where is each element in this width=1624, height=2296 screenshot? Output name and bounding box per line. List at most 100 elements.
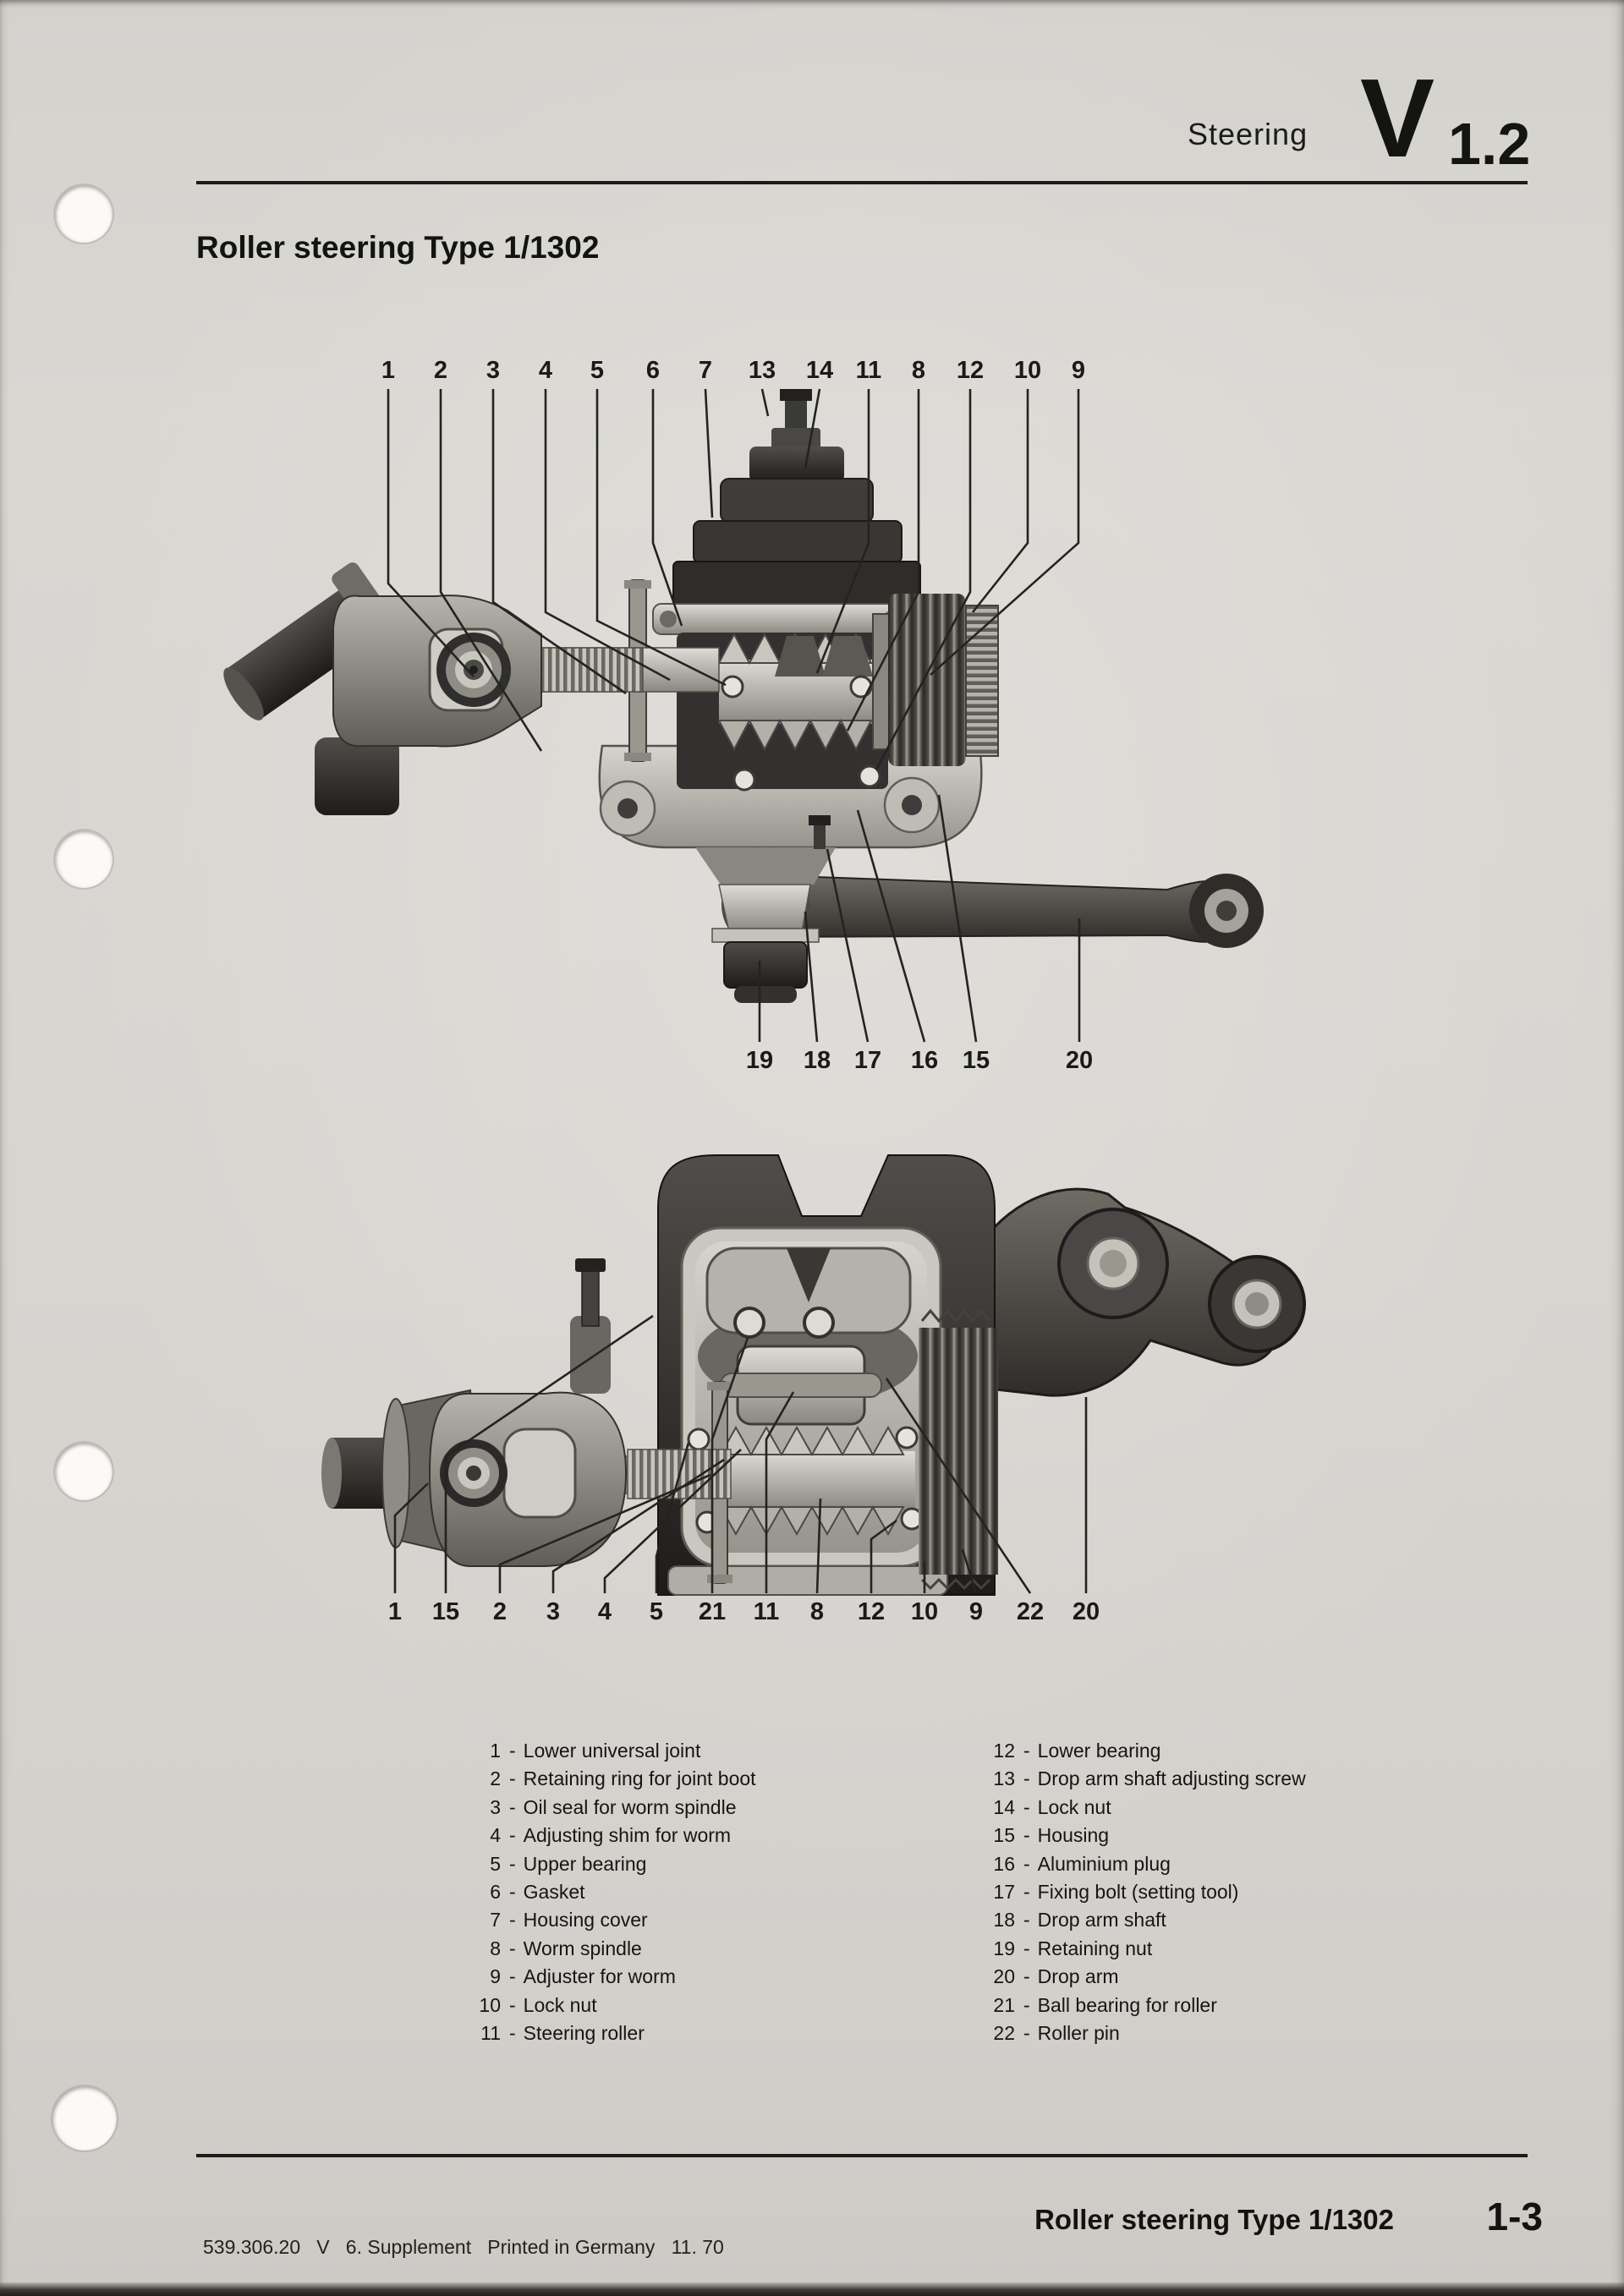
leader-line (875, 389, 972, 770)
callout-number: 1 (388, 1598, 402, 1625)
leader-line (856, 809, 926, 1043)
legend-item: 14-Lock nut (993, 1795, 1111, 1818)
paper-bottom-edge (0, 2282, 1624, 2296)
steering-roller-tooth (822, 636, 873, 677)
leader-line (651, 389, 683, 627)
callout-number: 20 (1073, 1598, 1100, 1625)
shaft-neck (695, 847, 836, 885)
punch-hole (55, 185, 112, 243)
callout-number: 19 (746, 1047, 773, 1074)
section-title: Steering (1188, 117, 1309, 151)
roller-ball-bearing (733, 1307, 765, 1339)
callout-number: 21 (699, 1598, 726, 1625)
upper-bearing-ball (687, 1427, 710, 1451)
callout-number: 20 (1066, 1047, 1093, 1074)
callout-number: 11 (754, 1598, 780, 1625)
legend-item: 18-Drop arm shaft (993, 1909, 1166, 1932)
callout-number: 12 (957, 357, 984, 384)
leader-line (544, 389, 671, 682)
leader-line (704, 388, 714, 518)
legend-item: 2-Retaining ring for joint boot (490, 1767, 756, 1790)
leader-line (491, 389, 627, 695)
punch-hole (55, 830, 112, 888)
legend-item: 1-Lower universal joint (490, 1740, 701, 1762)
callout-number: 13 (749, 357, 776, 384)
leader-line (815, 1498, 822, 1594)
leader-line (870, 1519, 897, 1593)
callout-number: 4 (598, 1598, 612, 1625)
callout-number: 10 (911, 1598, 938, 1625)
leader-line (595, 389, 727, 687)
legend-item: 5-Upper bearing (490, 1852, 647, 1875)
worm-core (721, 1451, 915, 1510)
bolt-boss (570, 1316, 611, 1394)
leader-line (815, 389, 870, 674)
adjuster-threads (965, 605, 999, 757)
callout-number: 14 (806, 357, 833, 384)
leader-line (961, 1548, 978, 1594)
bearing-ball (849, 675, 873, 699)
legend-item: 8-Worm spindle (490, 1937, 642, 1959)
input-shaft-stub (326, 1438, 392, 1509)
callout-number: 9 (969, 1598, 983, 1625)
bolt (581, 1266, 600, 1327)
callout-number: 17 (854, 1047, 881, 1074)
section-tab-logo: V 1.2 (1360, 56, 1538, 180)
worm-teeth-lower (717, 718, 873, 752)
callout-number: 1 (381, 357, 395, 384)
steering-roller-tooth (775, 636, 826, 677)
lower-bearing-ball (858, 764, 881, 788)
callout-number: 5 (650, 1598, 663, 1625)
drop-arm-shaft (718, 884, 811, 933)
figure-bottom-illustration (321, 1154, 1306, 1596)
leader-line (930, 389, 1080, 676)
leader-line (439, 389, 543, 752)
leader-line (498, 1473, 711, 1593)
worm-adjuster (888, 594, 966, 766)
legend-item: 20-Drop arm (993, 1965, 1119, 1988)
leader-line (937, 794, 978, 1043)
legend-item: 19-Retaining nut (993, 1937, 1153, 1959)
legend-item: 3-Oil seal for worm spindle (490, 1795, 737, 1818)
tab-letter: V (1360, 56, 1435, 180)
upper-bearing-ball (721, 675, 744, 699)
callout-number: 15 (963, 1047, 990, 1074)
cover-cap (749, 447, 844, 482)
footer-imprint: 539.306.20 V 6. Supplement Printed in Ge… (203, 2236, 724, 2258)
callout-number: 3 (546, 1598, 560, 1625)
housing-cover (693, 520, 903, 564)
legend-item: 22-Roller pin (993, 2021, 1120, 2044)
legend-item: 7-Housing cover (490, 1909, 648, 1932)
legend-item: 9-Adjuster for worm (490, 1965, 676, 1988)
leader-line (885, 1378, 1032, 1594)
callout-number: 3 (486, 357, 500, 384)
callout-number: 2 (493, 1598, 507, 1625)
leader-line (846, 389, 920, 732)
fixing-bolt (814, 822, 826, 849)
callout-number: 11 (856, 357, 882, 384)
roller-ball-bearing (803, 1307, 835, 1339)
lock-nut-cover (771, 428, 820, 450)
callout-number: 10 (1014, 357, 1041, 384)
adjuster-thread-bottom (920, 1577, 991, 1591)
worm-adjuster (919, 1328, 998, 1575)
legend-item: 17-Fixing bolt (setting tool) (993, 1880, 1239, 1903)
page-title: Roller steering Type 1/1302 (196, 230, 600, 265)
adjuster-collar (872, 613, 891, 750)
header-rule (196, 181, 1528, 184)
callout-number: 4 (539, 357, 552, 384)
leader-line (971, 389, 1029, 613)
leader-line (444, 1314, 654, 1593)
leader-line (603, 1449, 742, 1593)
legend-column-left: 1-Lower universal joint 2-Retaining ring … (423, 1737, 897, 2047)
legend-item: 6-Gasket (490, 1880, 585, 1903)
figure-top-illustration (223, 389, 1264, 1003)
leader-line (760, 388, 770, 417)
legend-item: 4-Adjusting shim for worm (490, 1824, 732, 1847)
roller-pin (720, 1373, 882, 1398)
leader-line (710, 1337, 749, 1593)
